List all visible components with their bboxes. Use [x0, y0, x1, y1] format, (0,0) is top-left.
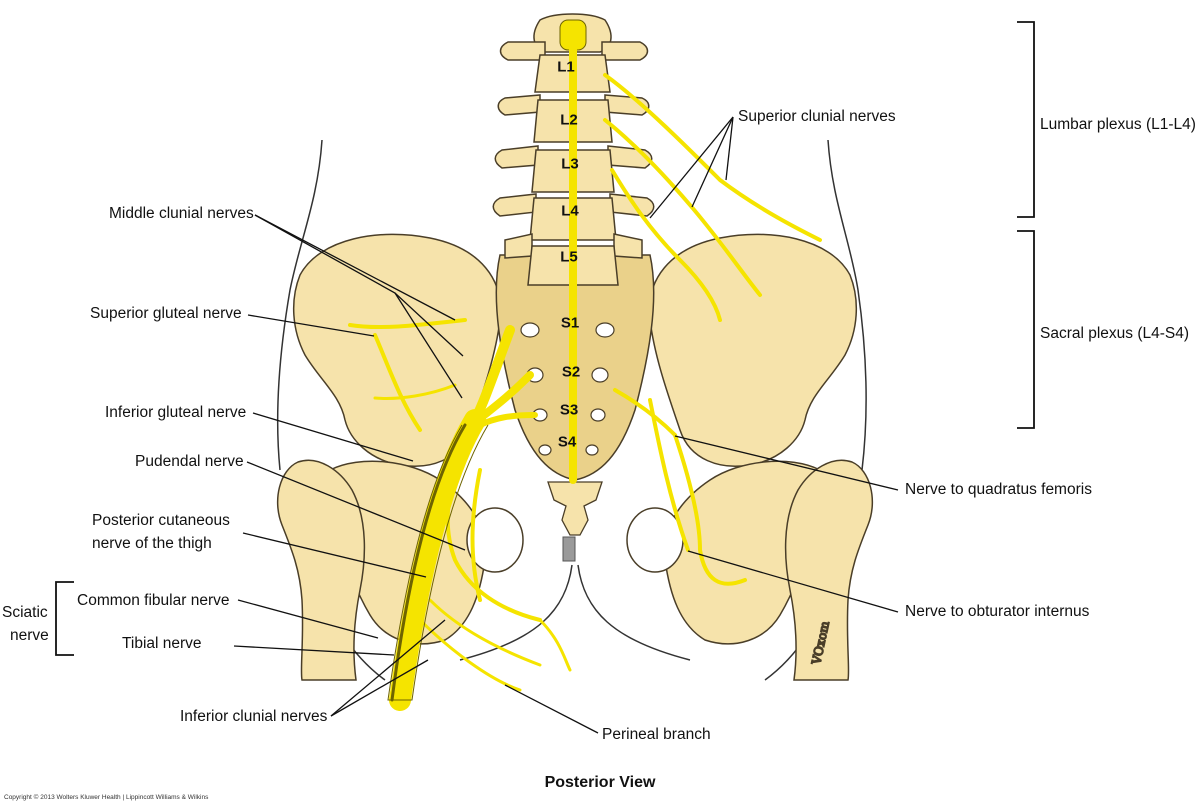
- leader-lines: [233, 116, 899, 734]
- label-superior-gluteal-nerve: Superior gluteal nerve: [90, 305, 242, 322]
- label-sacral-plexus: Sacral plexus (L4-S4): [1040, 325, 1190, 342]
- coccyx: [547, 481, 603, 536]
- right-hip-bone: [648, 233, 858, 645]
- label-pudendal-nerve: Pudendal nerve: [135, 453, 244, 470]
- vertebra-label-s2: S2: [561, 363, 581, 381]
- lumbar-spine: [492, 13, 655, 286]
- vertebra-label-l5: L5: [560, 248, 578, 266]
- vertebra-label-l4: L4: [561, 202, 579, 220]
- label-inferior-clunial-nerves: Inferior clunial nerves: [180, 708, 328, 725]
- left-obturator-foramen: [466, 507, 524, 573]
- copyright-notice: Copyright © 2013 Wolters Kluwer Health |…: [4, 794, 209, 801]
- label-nerve-to-quadratus-femoris: Nerve to quadratus femoris: [905, 481, 1092, 498]
- left-femur: [276, 459, 366, 681]
- brackets: [55, 21, 1035, 656]
- nerve-outlines: [387, 424, 489, 701]
- vertebra-label-l3: L3: [561, 155, 579, 173]
- label-lumbar-plexus: Lumbar plexus (L1-L4): [1040, 116, 1196, 133]
- nerves: [348, 41, 822, 711]
- vertebra-label-s3: S3: [559, 401, 579, 419]
- label-perineal-branch: Perineal branch: [602, 726, 711, 743]
- label-nerve-to-obturator-internus: Nerve to obturator internus: [905, 603, 1090, 620]
- vertebra-label-l2: L2: [560, 111, 578, 129]
- right-femur: VOxom: [784, 459, 874, 681]
- anococcygeal-ligament: [562, 536, 576, 562]
- label-sciatic-line1: Sciatic: [2, 604, 48, 621]
- vertebra-label-s1: S1: [560, 314, 580, 332]
- label-inferior-gluteal-nerve: Inferior gluteal nerve: [105, 404, 247, 421]
- label-common-fibular-nerve: Common fibular nerve: [77, 592, 230, 609]
- label-superior-clunial-nerves: Superior clunial nerves: [738, 108, 896, 125]
- vertebra-label-s4: S4: [557, 433, 577, 451]
- vertebra-label-l1: L1: [557, 58, 575, 76]
- label-middle-clunial-nerves: Middle clunial nerves: [109, 205, 254, 222]
- label-tibial-nerve: Tibial nerve: [122, 635, 202, 652]
- figure-caption: Posterior View: [544, 774, 656, 791]
- label-posterior-cutaneous-nerve-line1: Posterior cutaneous: [92, 512, 230, 529]
- label-posterior-cutaneous-nerve-line2: nerve of the thigh: [92, 535, 212, 552]
- right-obturator-foramen: [626, 507, 684, 573]
- label-sciatic-line2: nerve: [10, 627, 49, 644]
